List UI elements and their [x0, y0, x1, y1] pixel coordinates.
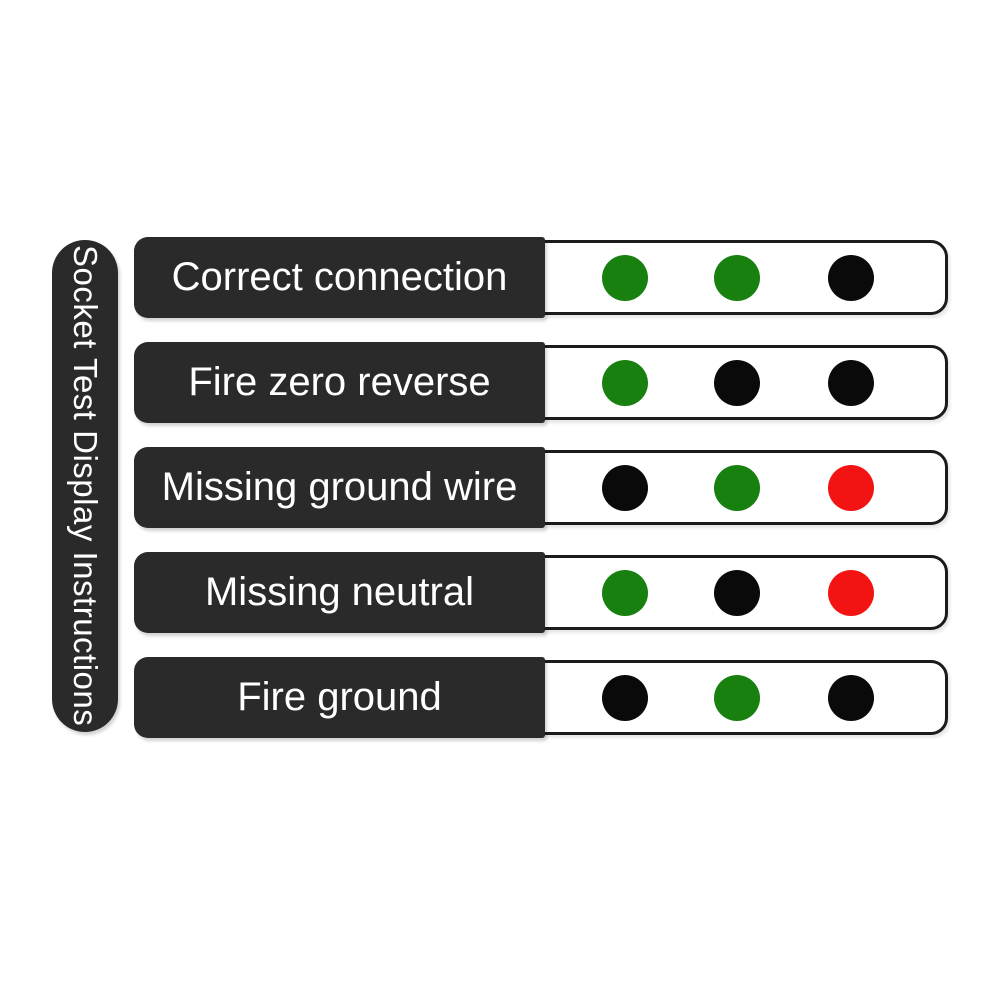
indicator-panel [538, 660, 948, 735]
black-indicator-dot [828, 674, 874, 721]
legend-row: Missing neutral [134, 552, 948, 633]
black-indicator-dot [714, 359, 760, 406]
row-label-text: Missing neutral [204, 570, 474, 614]
black-indicator-dot [602, 674, 648, 721]
row-label-text: Missing ground wire [161, 465, 518, 509]
row-label-text: Correct connection [171, 255, 508, 299]
row-label-box: Correct connection [134, 237, 545, 318]
green-indicator-dot [714, 254, 760, 301]
indicator-panel [538, 240, 948, 315]
legend-row: Missing ground wire [134, 447, 948, 528]
indicator-panel [538, 345, 948, 420]
black-indicator-dot [602, 464, 648, 511]
black-indicator-dot [828, 359, 874, 406]
side-title-text: Socket Test Display Instructions [67, 245, 104, 727]
green-indicator-dot [602, 359, 648, 406]
row-label-text: Fire ground [237, 675, 442, 719]
legend-row: Fire ground [134, 657, 948, 738]
row-label-box: Missing ground wire [134, 447, 545, 528]
green-indicator-dot [714, 674, 760, 721]
row-label-text: Fire zero reverse [188, 360, 491, 404]
black-indicator-dot [714, 569, 760, 616]
row-label-box: Fire ground [134, 657, 545, 738]
green-indicator-dot [714, 464, 760, 511]
side-title-pill: Socket Test Display Instructions [52, 240, 118, 732]
legend-row: Correct connection [134, 237, 948, 318]
indicator-panel [538, 450, 948, 525]
red-indicator-dot [828, 464, 874, 511]
legend-row: Fire zero reverse [134, 342, 948, 423]
green-indicator-dot [602, 569, 648, 616]
indicator-panel [538, 555, 948, 630]
black-indicator-dot [828, 254, 874, 301]
green-indicator-dot [602, 254, 648, 301]
legend-rows-container: Correct connection Fire zero reverse Mis… [134, 237, 948, 738]
row-label-box: Fire zero reverse [134, 342, 545, 423]
red-indicator-dot [828, 569, 874, 616]
row-label-box: Missing neutral [134, 552, 545, 633]
